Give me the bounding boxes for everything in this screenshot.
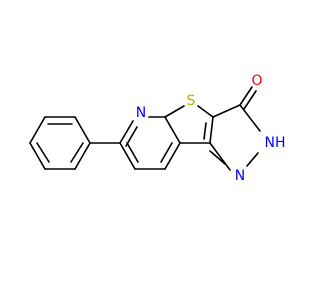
- carbonyl-bond: [239, 86, 257, 110]
- pyridine-ring: [119, 116, 181, 170]
- pyrimidinone-ring: [209, 104, 261, 171]
- carbonyl-oxygen-label: O: [251, 73, 262, 89]
- molecule-structure: N S O NH N: [29, 73, 286, 184]
- phenyl-ring: [29, 116, 91, 170]
- thiophene-ring: [164, 105, 214, 144]
- pyridine-nitrogen-label: N: [136, 105, 146, 121]
- thiophene-sulfur-label: S: [187, 93, 196, 109]
- pyrimidine-nitrogen-label: N: [235, 168, 245, 184]
- amide-nh-label: NH: [265, 135, 286, 151]
